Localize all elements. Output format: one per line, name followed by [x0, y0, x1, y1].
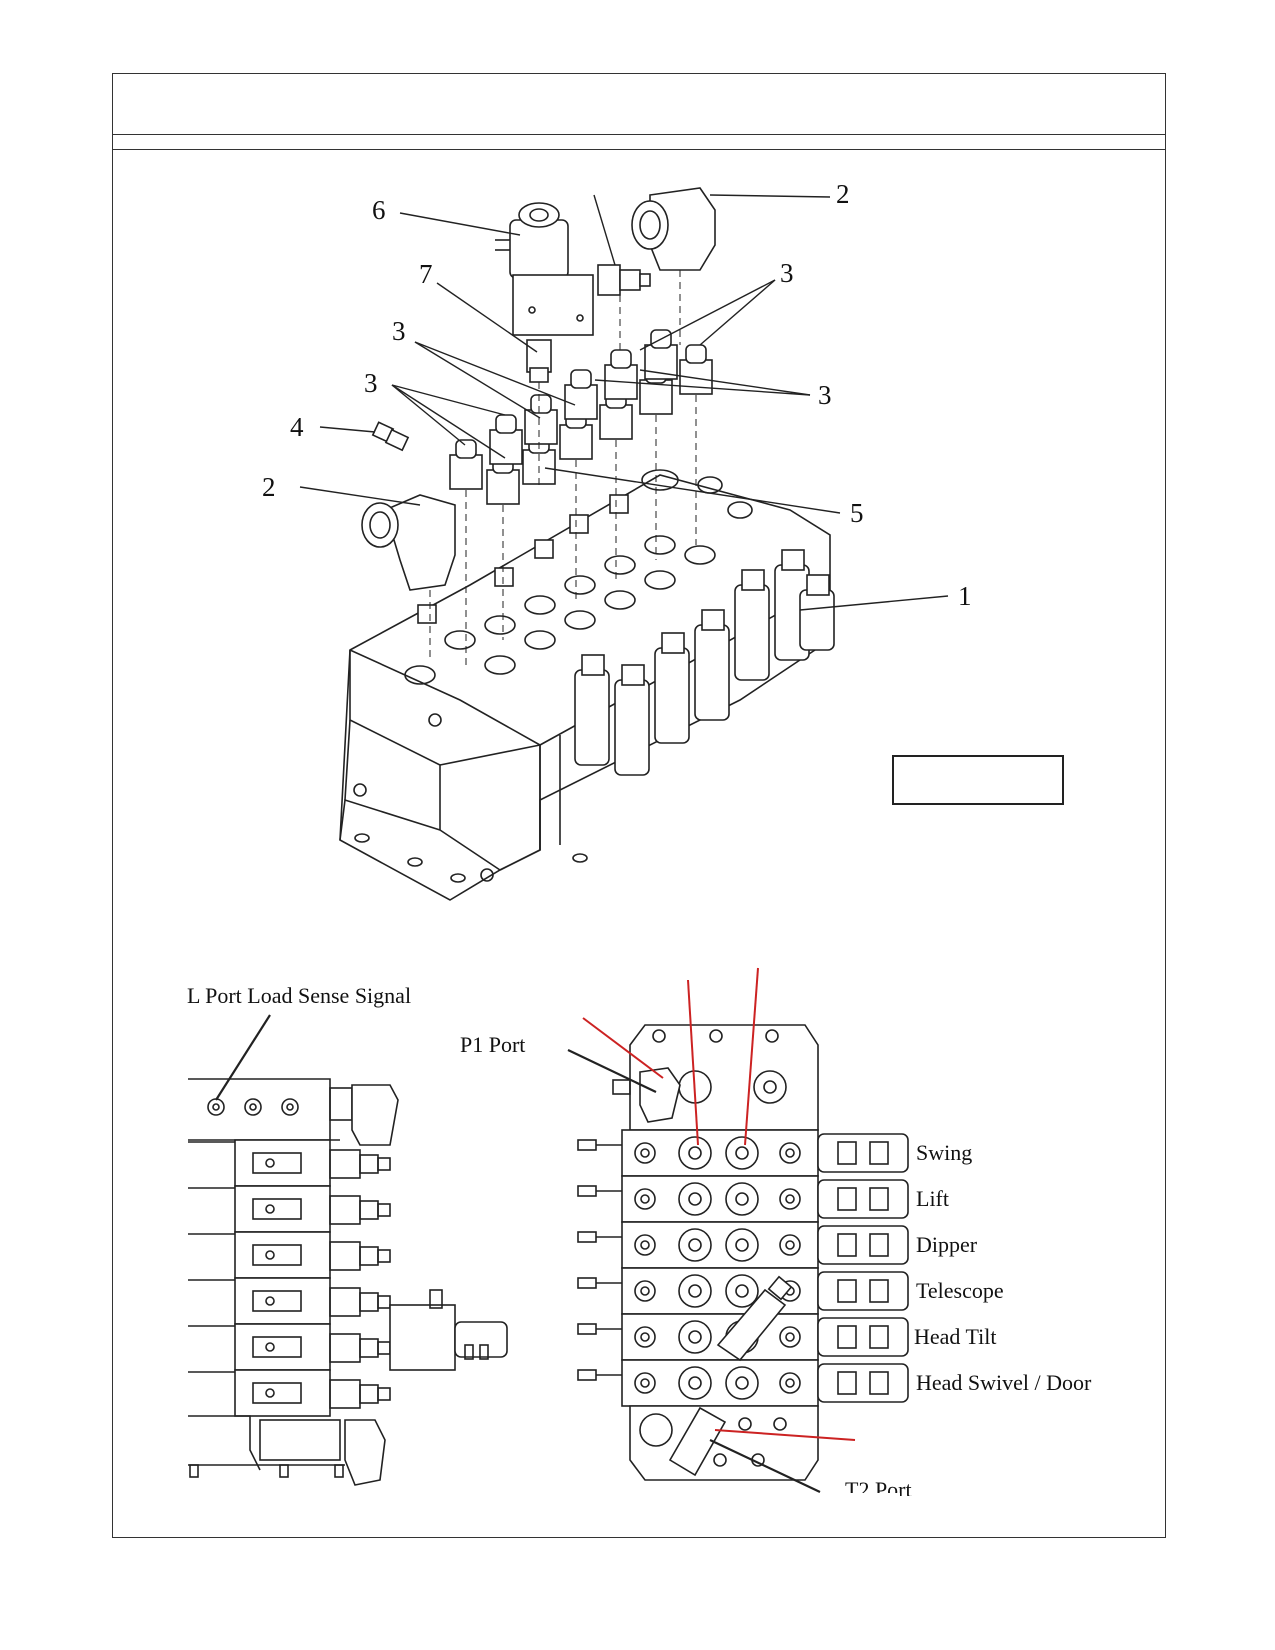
figure-label-box — [892, 755, 1064, 805]
solenoid-valve — [495, 202, 594, 336]
front-section — [577, 1175, 909, 1223]
callouts: 6 7 2 3 3 3 3 4 2 5 1 — [262, 179, 972, 611]
front-view: Swing Lift Dipper Telescope Head Tilt He… — [187, 967, 1092, 1502]
header-rule — [112, 135, 1166, 150]
adapter-fitting-7 — [526, 339, 552, 383]
check-valve — [489, 414, 523, 465]
spool-cap — [614, 664, 650, 776]
block-fittings — [417, 494, 629, 624]
front-section — [577, 1267, 909, 1315]
callout-3-top-right: 3 — [780, 258, 794, 288]
p1-port-label: P1 Port — [460, 1032, 525, 1057]
callout-1: 1 — [958, 581, 972, 611]
callout-3-upper-left: 3 — [392, 316, 406, 346]
check-valve — [524, 394, 558, 445]
callout-2-top: 2 — [836, 179, 850, 209]
spool-caps — [574, 549, 835, 776]
front-sections — [577, 1129, 909, 1407]
callout-2-left: 2 — [262, 472, 276, 502]
red-leaders — [582, 967, 856, 1441]
l-port-label: L Port Load Sense Signal — [187, 983, 411, 1008]
check-valve — [604, 349, 638, 400]
exploded-valve-view: 6 7 2 3 3 3 3 4 2 5 1 — [262, 179, 972, 901]
fitting-4 — [371, 421, 410, 452]
check-valve — [449, 439, 483, 490]
check-valves — [449, 329, 713, 505]
front-section — [577, 1221, 909, 1269]
side-section — [188, 1323, 391, 1371]
side-sections — [188, 1139, 391, 1417]
section-label-lift: Lift — [916, 1186, 949, 1211]
section-label-head-tilt: Head Tilt — [914, 1324, 997, 1349]
check-valve — [564, 369, 598, 420]
adapter-fitting-top — [597, 264, 651, 296]
callout-3-right: 3 — [818, 380, 832, 410]
spool-cap — [654, 632, 690, 744]
spool-cap — [574, 654, 610, 766]
callout-6: 6 — [372, 195, 386, 225]
section-label-head-swivel: Head Swivel / Door — [916, 1370, 1092, 1395]
front-section — [577, 1129, 909, 1177]
section-label-dipper: Dipper — [916, 1232, 978, 1257]
callout-5: 5 — [850, 498, 864, 528]
leader-lines — [299, 194, 949, 611]
side-view — [188, 1014, 508, 1486]
elbow-fitting-left — [361, 494, 456, 591]
spool-cap — [734, 569, 770, 681]
port-holes — [404, 469, 753, 685]
elbow-fitting-top — [631, 187, 716, 271]
spool-cap — [799, 574, 835, 651]
t2-port-label: T2 Port — [845, 1477, 912, 1502]
side-section — [188, 1277, 391, 1325]
front-section — [577, 1359, 909, 1407]
front-section — [577, 1313, 909, 1361]
side-section — [188, 1231, 391, 1279]
alignment-lines — [429, 270, 697, 670]
callout-3-left: 3 — [364, 368, 378, 398]
section-label-telescope: Telescope — [916, 1278, 1004, 1303]
callout-7: 7 — [419, 259, 433, 289]
section-labels: Swing Lift Dipper Telescope Head Tilt He… — [187, 983, 1092, 1395]
header-bar — [112, 73, 1166, 135]
side-section — [188, 1185, 391, 1233]
spool-cap — [694, 609, 730, 721]
side-section — [188, 1369, 391, 1417]
section-label-swing: Swing — [916, 1140, 972, 1165]
side-section — [188, 1139, 391, 1187]
callout-4: 4 — [290, 412, 304, 442]
bottom-crop-mask — [180, 1493, 900, 1533]
